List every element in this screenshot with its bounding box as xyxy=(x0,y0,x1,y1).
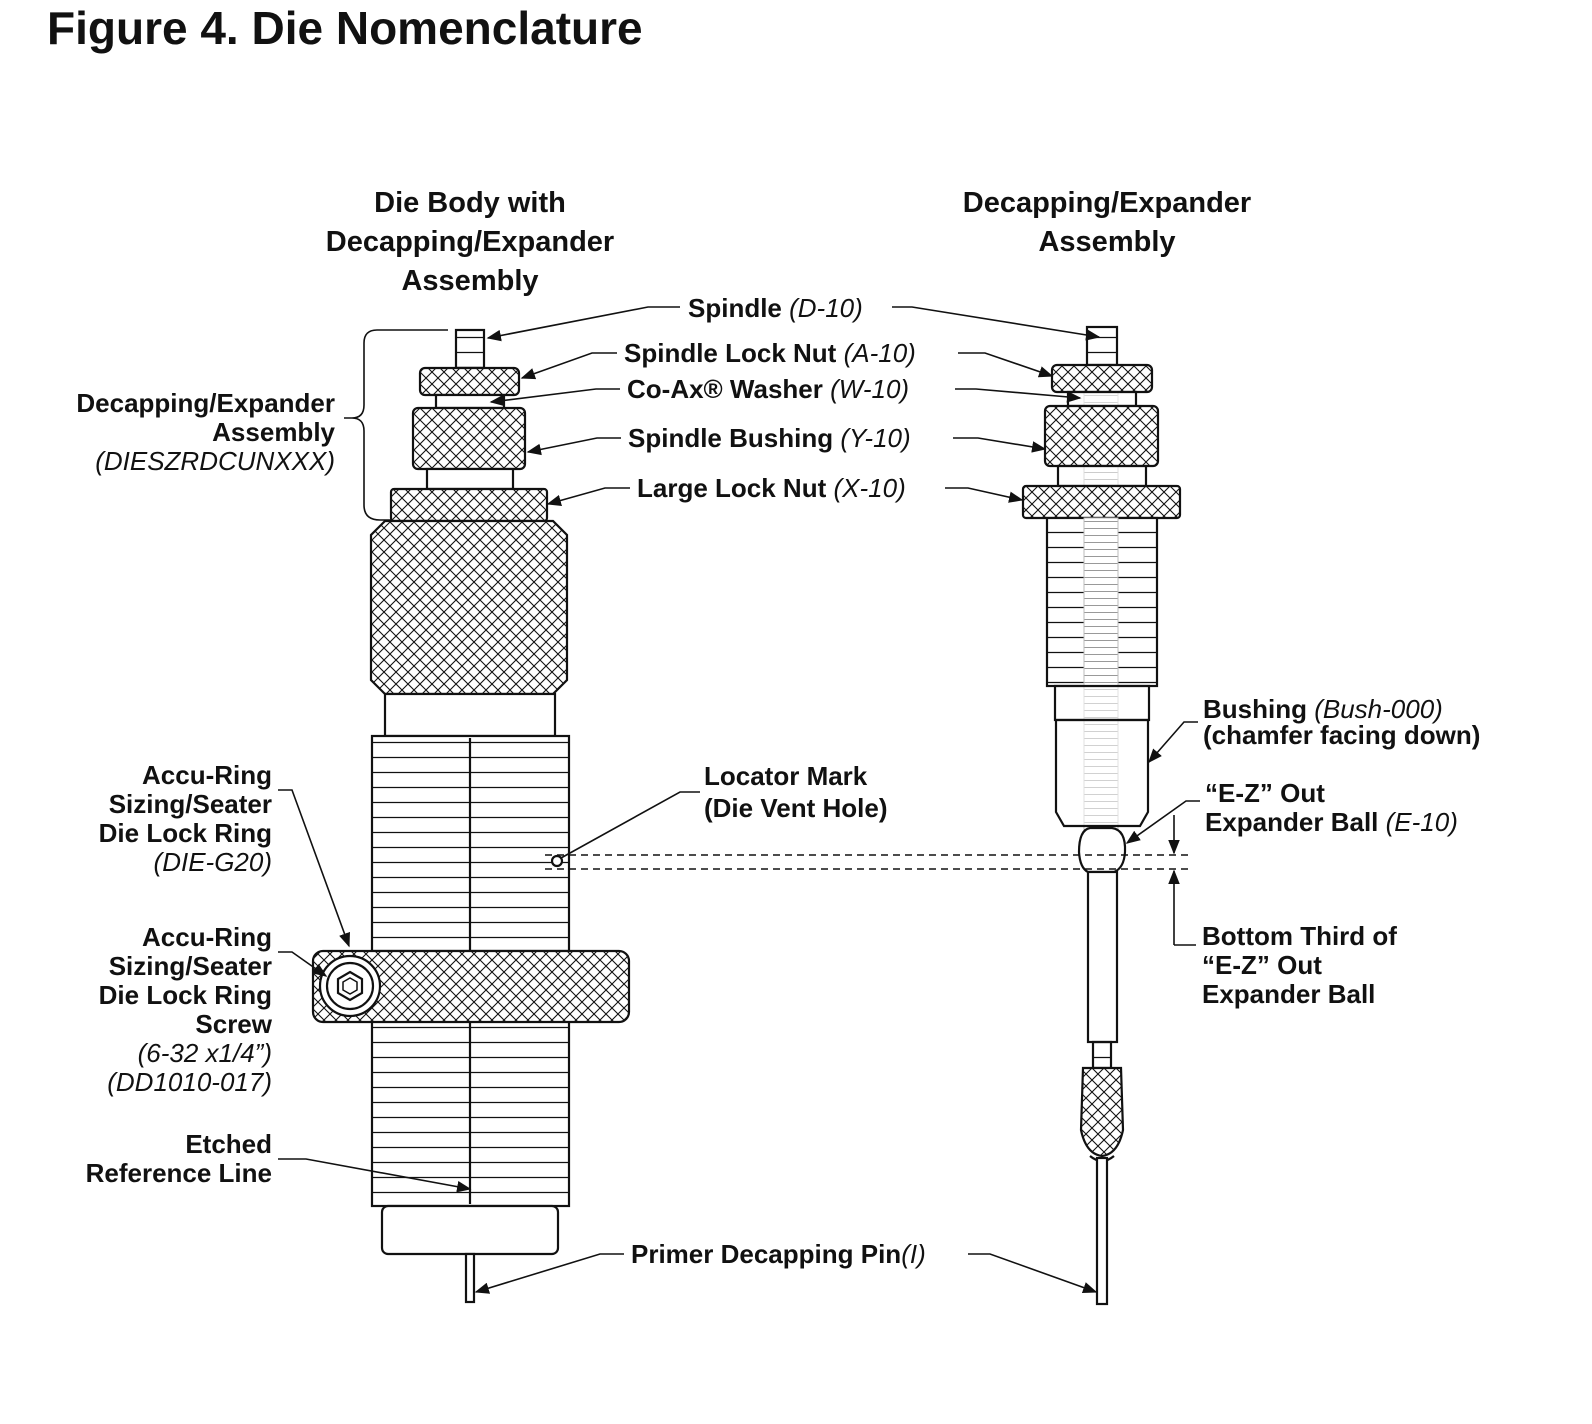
label-spindle-lock-nut: Spindle Lock Nut (A-10) xyxy=(624,338,916,368)
leader-spindle-left xyxy=(486,306,680,342)
label-bushing: Bushing (Bush-000) (chamfer facing down) xyxy=(1203,694,1480,750)
label-etched-line-text: Etched xyxy=(185,1129,272,1159)
spindle-lock-nut-right xyxy=(1050,363,1154,394)
decap-pin-right xyxy=(1095,1156,1109,1306)
label-accu-ring-line: Die Lock Ring xyxy=(99,818,272,848)
die-knurled-head xyxy=(369,519,569,696)
coax-washer-right xyxy=(1066,390,1138,408)
label-screw-line: Accu-Ring xyxy=(142,922,272,952)
label-screw-size: (6-32 x1/4”) xyxy=(138,1038,272,1068)
leader-bush-000 xyxy=(1148,721,1198,764)
spindle-bushing-right xyxy=(1043,404,1160,468)
rod-thread xyxy=(1091,1040,1113,1070)
left-heading-line: Assembly xyxy=(401,265,538,297)
label-assembly-code: (DIESZRDCUNXXX) xyxy=(95,446,335,476)
label-ez-ball-line: “E-Z” Out xyxy=(1205,778,1325,808)
label-locator-line: Locator Mark xyxy=(704,761,868,791)
label-bushing-line: Bushing (Bush-000) xyxy=(1203,694,1443,724)
decapping-rod xyxy=(1086,870,1119,1044)
label-locator-line: (Die Vent Hole) xyxy=(704,793,887,823)
label-etched-line: Etched Reference Line xyxy=(86,1129,272,1188)
sleeve-neck-right xyxy=(1053,684,1151,722)
leader-ez-ball xyxy=(1125,800,1200,844)
right-heading-line: Assembly xyxy=(1038,226,1175,258)
leader-accu-ring xyxy=(278,789,350,948)
leader-lock-nut-left xyxy=(520,352,617,380)
die-base xyxy=(380,1204,560,1256)
die-body-drawing xyxy=(311,328,631,1304)
accu-ring-lock-ring xyxy=(311,949,631,1024)
leader-accu-ring-screw xyxy=(278,951,328,977)
left-heading-line: Die Body with xyxy=(374,187,566,219)
pin-collet xyxy=(1079,1066,1125,1158)
leader-washer-left xyxy=(489,388,620,407)
spindle-top-right xyxy=(1085,325,1119,367)
bushing-neck xyxy=(425,467,515,491)
die-neck xyxy=(383,692,557,738)
hex-socket-inner xyxy=(342,977,358,995)
label-ez-ball: “E-Z” Out Expander Ball (E-10) xyxy=(1205,778,1458,837)
label-bottom-third-line: “E-Z” Out xyxy=(1202,950,1322,980)
right-heading-line: Decapping/Expander xyxy=(963,187,1251,219)
left-heading: Die Body with Decapping/Expander Assembl… xyxy=(326,187,614,297)
label-bottom-third: Bottom Third of “E-Z” Out Expander Ball xyxy=(1202,921,1397,1009)
expander-assembly-drawing xyxy=(1021,325,1182,1306)
leader-washer-right xyxy=(955,388,1082,403)
bushing-bush-000-shape xyxy=(1054,718,1150,828)
leader-lock-nut-right xyxy=(958,352,1054,378)
decap-pin-left xyxy=(464,1252,476,1304)
leader-decap-pin-left xyxy=(474,1253,624,1294)
spindle-lock-nut-shape xyxy=(418,366,521,397)
leader-lines xyxy=(278,306,1200,1294)
label-etched-line-text: Reference Line xyxy=(86,1158,272,1188)
label-assembly: Decapping/Expander Assembly (DIESZRDCUNX… xyxy=(76,388,335,476)
leader-bushing-left xyxy=(526,437,621,456)
label-accu-ring-screw: Accu-Ring Sizing/Seater Die Lock Ring Sc… xyxy=(99,922,273,1097)
leader-decap-pin-right xyxy=(968,1253,1098,1294)
label-coax-washer: Co-Ax® Washer (W-10) xyxy=(627,374,909,404)
leader-etched-line xyxy=(278,1158,472,1193)
leader-large-nut-left xyxy=(546,487,630,507)
spindle-bushing-shape xyxy=(411,406,527,471)
label-locator-mark: Locator Mark (Die Vent Hole) xyxy=(704,761,887,823)
label-accu-ring-line: Sizing/Seater xyxy=(109,789,272,819)
label-accu-ring: Accu-Ring Sizing/Seater Die Lock Ring (D… xyxy=(99,760,272,877)
label-screw-line: Screw xyxy=(195,1009,272,1039)
label-screw-line: Die Lock Ring xyxy=(99,980,272,1010)
label-assembly-line: Assembly xyxy=(212,417,335,447)
leader-bushing-right xyxy=(953,437,1047,453)
label-bottom-third-line: Bottom Third of xyxy=(1202,921,1397,951)
large-lock-nut-shape xyxy=(389,487,549,523)
spindle-shaft-through-sleeve xyxy=(1083,517,1119,687)
label-ez-ball-line: Expander Ball (E-10) xyxy=(1205,807,1458,837)
label-large-lock-nut: Large Lock Nut (X-10) xyxy=(637,473,906,503)
leader-locator-mark xyxy=(560,791,700,859)
die-vent-hole xyxy=(550,854,564,868)
spindle-top xyxy=(454,328,486,370)
hex-socket-icon xyxy=(336,970,364,1002)
label-assembly-line: Decapping/Expander xyxy=(76,388,335,418)
label-decap-pin: Primer Decapping Pin(I) xyxy=(631,1239,926,1269)
leader-spindle-right xyxy=(892,306,1101,341)
figure-title: Figure 4. Die Nomenclature xyxy=(47,2,643,54)
label-bushing-note: (chamfer facing down) xyxy=(1203,720,1480,750)
label-spindle: Spindle (D-10) xyxy=(688,293,863,323)
label-accu-ring-line: Accu-Ring xyxy=(142,760,272,790)
leader-large-nut-right xyxy=(945,487,1024,503)
left-heading-line: Decapping/Expander xyxy=(326,226,614,258)
label-spindle-bushing: Spindle Bushing (Y-10) xyxy=(628,423,911,453)
label-bottom-third-line: Expander Ball xyxy=(1202,979,1375,1009)
right-heading: Decapping/Expander Assembly xyxy=(963,187,1251,258)
label-accu-ring-code: (DIE-G20) xyxy=(154,847,272,877)
expander-ball-shape xyxy=(1077,826,1127,874)
bushing-neck-right xyxy=(1056,464,1148,488)
label-screw-code: (DD1010-017) xyxy=(107,1067,272,1097)
label-screw-line: Sizing/Seater xyxy=(109,951,272,981)
large-lock-nut-right xyxy=(1021,484,1182,520)
assembly-brace xyxy=(344,329,448,521)
